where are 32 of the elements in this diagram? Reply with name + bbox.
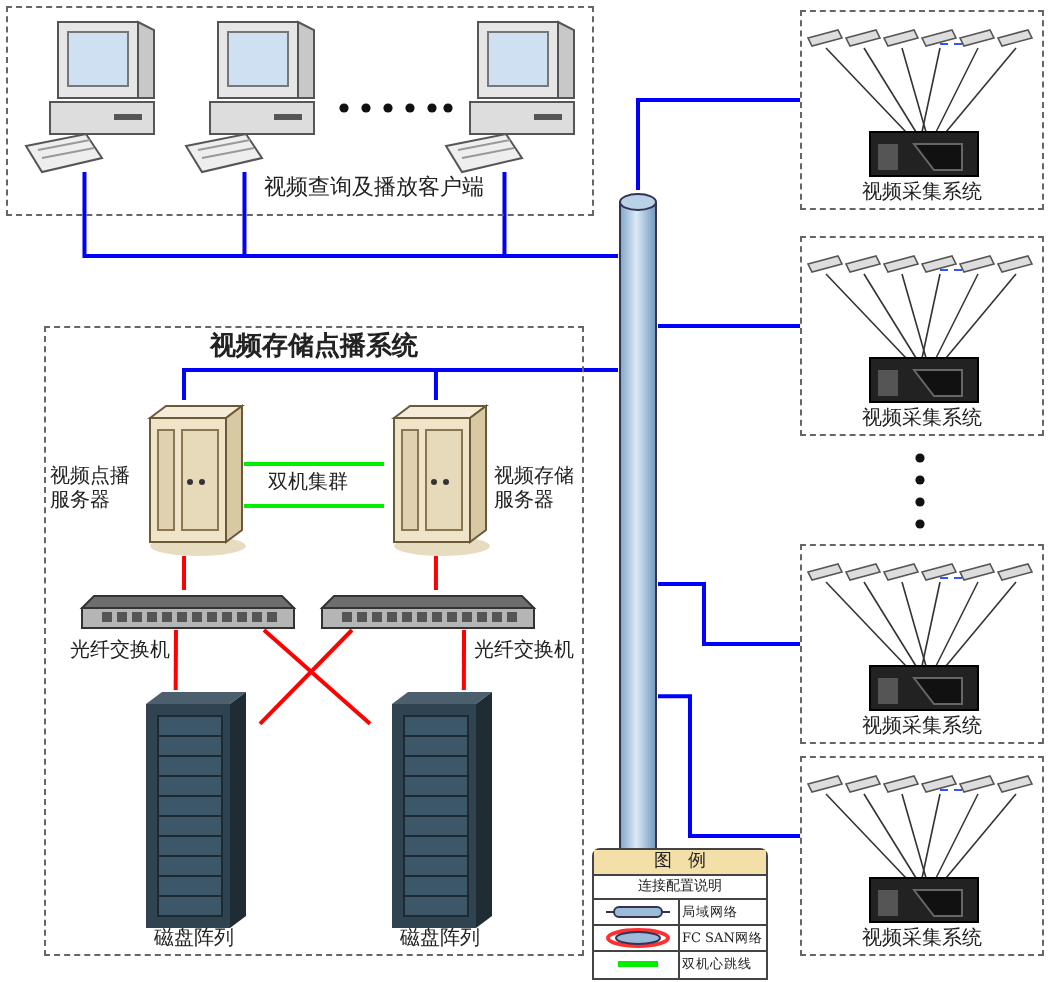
connector-line: [658, 694, 800, 838]
device-label: 视频采集系统: [860, 928, 984, 952]
connector-line: [636, 98, 800, 190]
dashed-group-box: [800, 10, 1044, 210]
connector-line: [182, 556, 187, 590]
dashed-group-box: [800, 236, 1044, 436]
dashed-group-box: [6, 6, 594, 216]
dashed-group-box: [800, 756, 1044, 956]
connector-line: [173, 630, 178, 690]
cluster-label: 双机集群: [268, 472, 348, 496]
device-label: 磁盘阵列: [152, 928, 236, 952]
group-label: 视频查询及播放客户端: [264, 176, 484, 200]
device-label: 视频点播服务器: [50, 466, 132, 514]
device-label: 视频存储服务器: [494, 466, 576, 514]
device-label: 光纤交换机: [474, 640, 574, 664]
group-title: 视频存储点播系统: [207, 332, 420, 362]
device-label: 视频采集系统: [860, 408, 984, 432]
legend-title: 图例: [594, 850, 766, 876]
connector-line: [658, 324, 800, 329]
dashed-group-box: [44, 326, 584, 956]
connector-line: [461, 630, 467, 690]
device-label: 光纤交换机: [70, 640, 170, 664]
connector-line: [244, 461, 384, 466]
dashed-group-box: [800, 544, 1044, 744]
connector-line: [658, 582, 800, 646]
connector-line: [433, 367, 618, 400]
device-label: 磁盘阵列: [398, 928, 482, 952]
connector-line: [502, 172, 618, 258]
connector-line: [244, 504, 384, 509]
device-label: 视频采集系统: [860, 716, 984, 740]
device-label: 视频采集系统: [860, 182, 984, 206]
connector-line: [433, 556, 438, 590]
